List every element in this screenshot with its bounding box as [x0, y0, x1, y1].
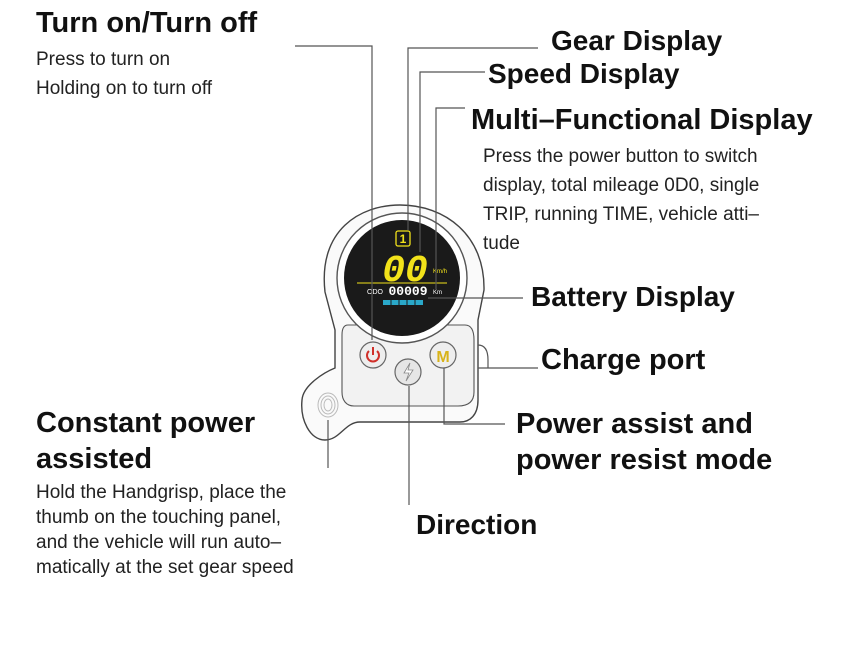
constant-desc-line: matically at the set gear speed — [36, 557, 294, 578]
gear-frame — [395, 230, 411, 247]
assist-title-line: power resist mode — [516, 444, 773, 476]
power-icon — [366, 347, 380, 363]
constant-desc-line: and the vehicle will run auto– — [36, 532, 282, 553]
lcd-screen-face — [344, 220, 460, 336]
fingerprint-icon[interactable] — [317, 392, 339, 418]
constant-desc-line: thumb on the touching panel, — [36, 507, 282, 528]
power-description: Press to turn on Holding on to turn off — [36, 45, 336, 103]
multi-desc-line: tude — [483, 233, 520, 254]
gear-value: 1 — [400, 232, 407, 246]
mode-label: M — [436, 349, 449, 366]
power-assist-title: Power assist and power resist mode — [516, 406, 846, 478]
gear-display-title: Gear Display — [551, 25, 723, 56]
power-button[interactable] — [359, 341, 387, 369]
power-desc-line: Press to turn on — [36, 49, 171, 70]
speed-unit: Km/h — [433, 269, 447, 275]
assist-title-line: Power assist and — [516, 408, 753, 440]
speed-display-title: Speed Display — [488, 58, 680, 89]
odo-unit: Km — [433, 290, 442, 296]
multi-desc-line: TRIP, running TIME, vehicle atti– — [483, 204, 759, 225]
odo-value: 00009 — [388, 284, 427, 299]
constant-title-line: Constant power — [36, 407, 256, 439]
power-desc-line: Holding on to turn off — [36, 78, 213, 99]
direction-title: Direction — [416, 509, 538, 540]
leader-lines — [295, 45, 538, 505]
odo-prefix: ODO — [367, 289, 384, 296]
lightning-icon — [403, 362, 414, 382]
constant-title-line: assisted — [36, 443, 153, 475]
constant-power-title: Constant power assisted — [36, 405, 296, 477]
charge-port-title: Charge port — [541, 344, 706, 376]
speed-value: 00 — [382, 250, 428, 293]
lcd-screen: 1 00 Km/h ODO 00009 Km — [336, 212, 468, 344]
multi-functional-description: Press the power button to switch display… — [483, 142, 843, 258]
multi-desc-line: Press the power button to switch — [483, 146, 758, 167]
constant-desc-line: Hold the Handgrisp, place the — [36, 482, 287, 503]
constant-power-description: Hold the Handgrisp, place the thumb on t… — [36, 480, 366, 580]
multi-desc-line: display, total mileage 0D0, single — [483, 175, 760, 196]
multi-functional-title: Multi–Functional Display — [471, 104, 813, 136]
battery-bar — [383, 300, 423, 305]
battery-display-title: Battery Display — [531, 281, 735, 312]
power-title: Turn on/Turn off — [36, 7, 258, 39]
mode-button[interactable]: M — [429, 341, 457, 369]
direction-button[interactable] — [394, 358, 422, 386]
